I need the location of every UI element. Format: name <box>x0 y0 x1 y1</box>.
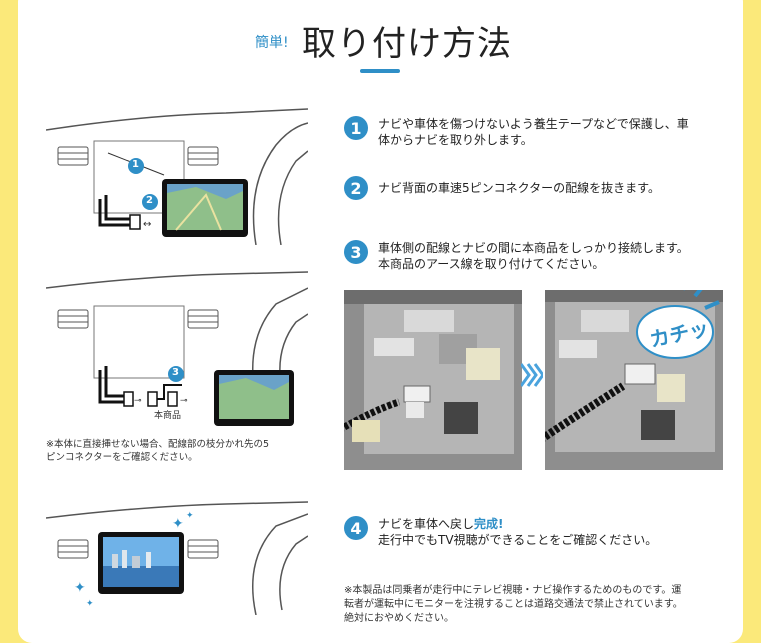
svg-text:✦: ✦ <box>74 580 86 596</box>
step-4: 4 ナビを車体へ戻し完成! 走行中でもTV視聴ができることをご確認ください。 <box>344 516 657 548</box>
step-2: 2 ナビ背面の車速5ピンコネクターの配線を抜きます。 <box>344 176 660 200</box>
product-label: 本商品 <box>154 411 182 421</box>
svg-text:↔: ↔ <box>143 219 151 230</box>
svg-text:✦: ✦ <box>186 511 194 521</box>
note-bottom: ※本製品は同乗者が走行中にテレビ視聴・ナビ操作するためのものです。運 転者が運転… <box>344 585 683 624</box>
svg-text:✦: ✦ <box>86 599 94 609</box>
illustration-step3: ⊸ ⊸ 3 本商品 <box>46 270 308 430</box>
step-number-2: 2 <box>344 176 368 200</box>
note-left: ※本体に直接挿せない場合、配線部の枝分かれ先の5 ピンコネクターをご確認ください… <box>46 439 270 463</box>
page-title: 取り付け方法 <box>302 24 512 64</box>
title-underline <box>360 69 400 73</box>
title-prefix: 簡単! <box>255 35 289 51</box>
arrow-indicator <box>519 360 545 394</box>
marker-3: 3 <box>172 367 179 378</box>
marker-1: 1 <box>132 159 139 170</box>
step-1-text: ナビや車体を傷つけないよう養生テープなどで保護し、車 体からナビを取り外します。 <box>378 117 689 147</box>
illustration-step1: ↔ 1 2 <box>46 95 308 245</box>
illustration-step4: ✦ ✦ ✦ ✦ <box>46 500 308 615</box>
photo-before-connect <box>344 290 522 470</box>
step-3: 3 車体側の配線とナビの間に本商品をしっかり接続します。 本商品のアース線を取り… <box>344 240 689 272</box>
step-3-text: 車体側の配線とナビの間に本商品をしっかり接続します。 本商品のアース線を取り付け… <box>378 241 689 271</box>
step-1: 1 ナビや車体を傷つけないよう養生テープなどで保護し、車 体からナビを取り外しま… <box>344 116 689 148</box>
svg-text:⊸: ⊸ <box>134 396 142 406</box>
step-number-3: 3 <box>344 240 368 264</box>
svg-text:✦: ✦ <box>172 516 184 532</box>
step-number-1: 1 <box>344 116 368 140</box>
svg-text:⊸: ⊸ <box>180 396 188 406</box>
page-header: 簡単! 取り付け方法 <box>0 0 761 73</box>
step-4-text: ナビを車体へ戻し完成! 走行中でもTV視聴ができることをご確認ください。 <box>378 517 658 547</box>
photo-after-connect: カチッ <box>545 290 723 470</box>
step-2-text: ナビ背面の車速5ピンコネクターの配線を抜きます。 <box>378 181 660 195</box>
step-number-4: 4 <box>344 516 368 540</box>
marker-2: 2 <box>146 195 153 206</box>
